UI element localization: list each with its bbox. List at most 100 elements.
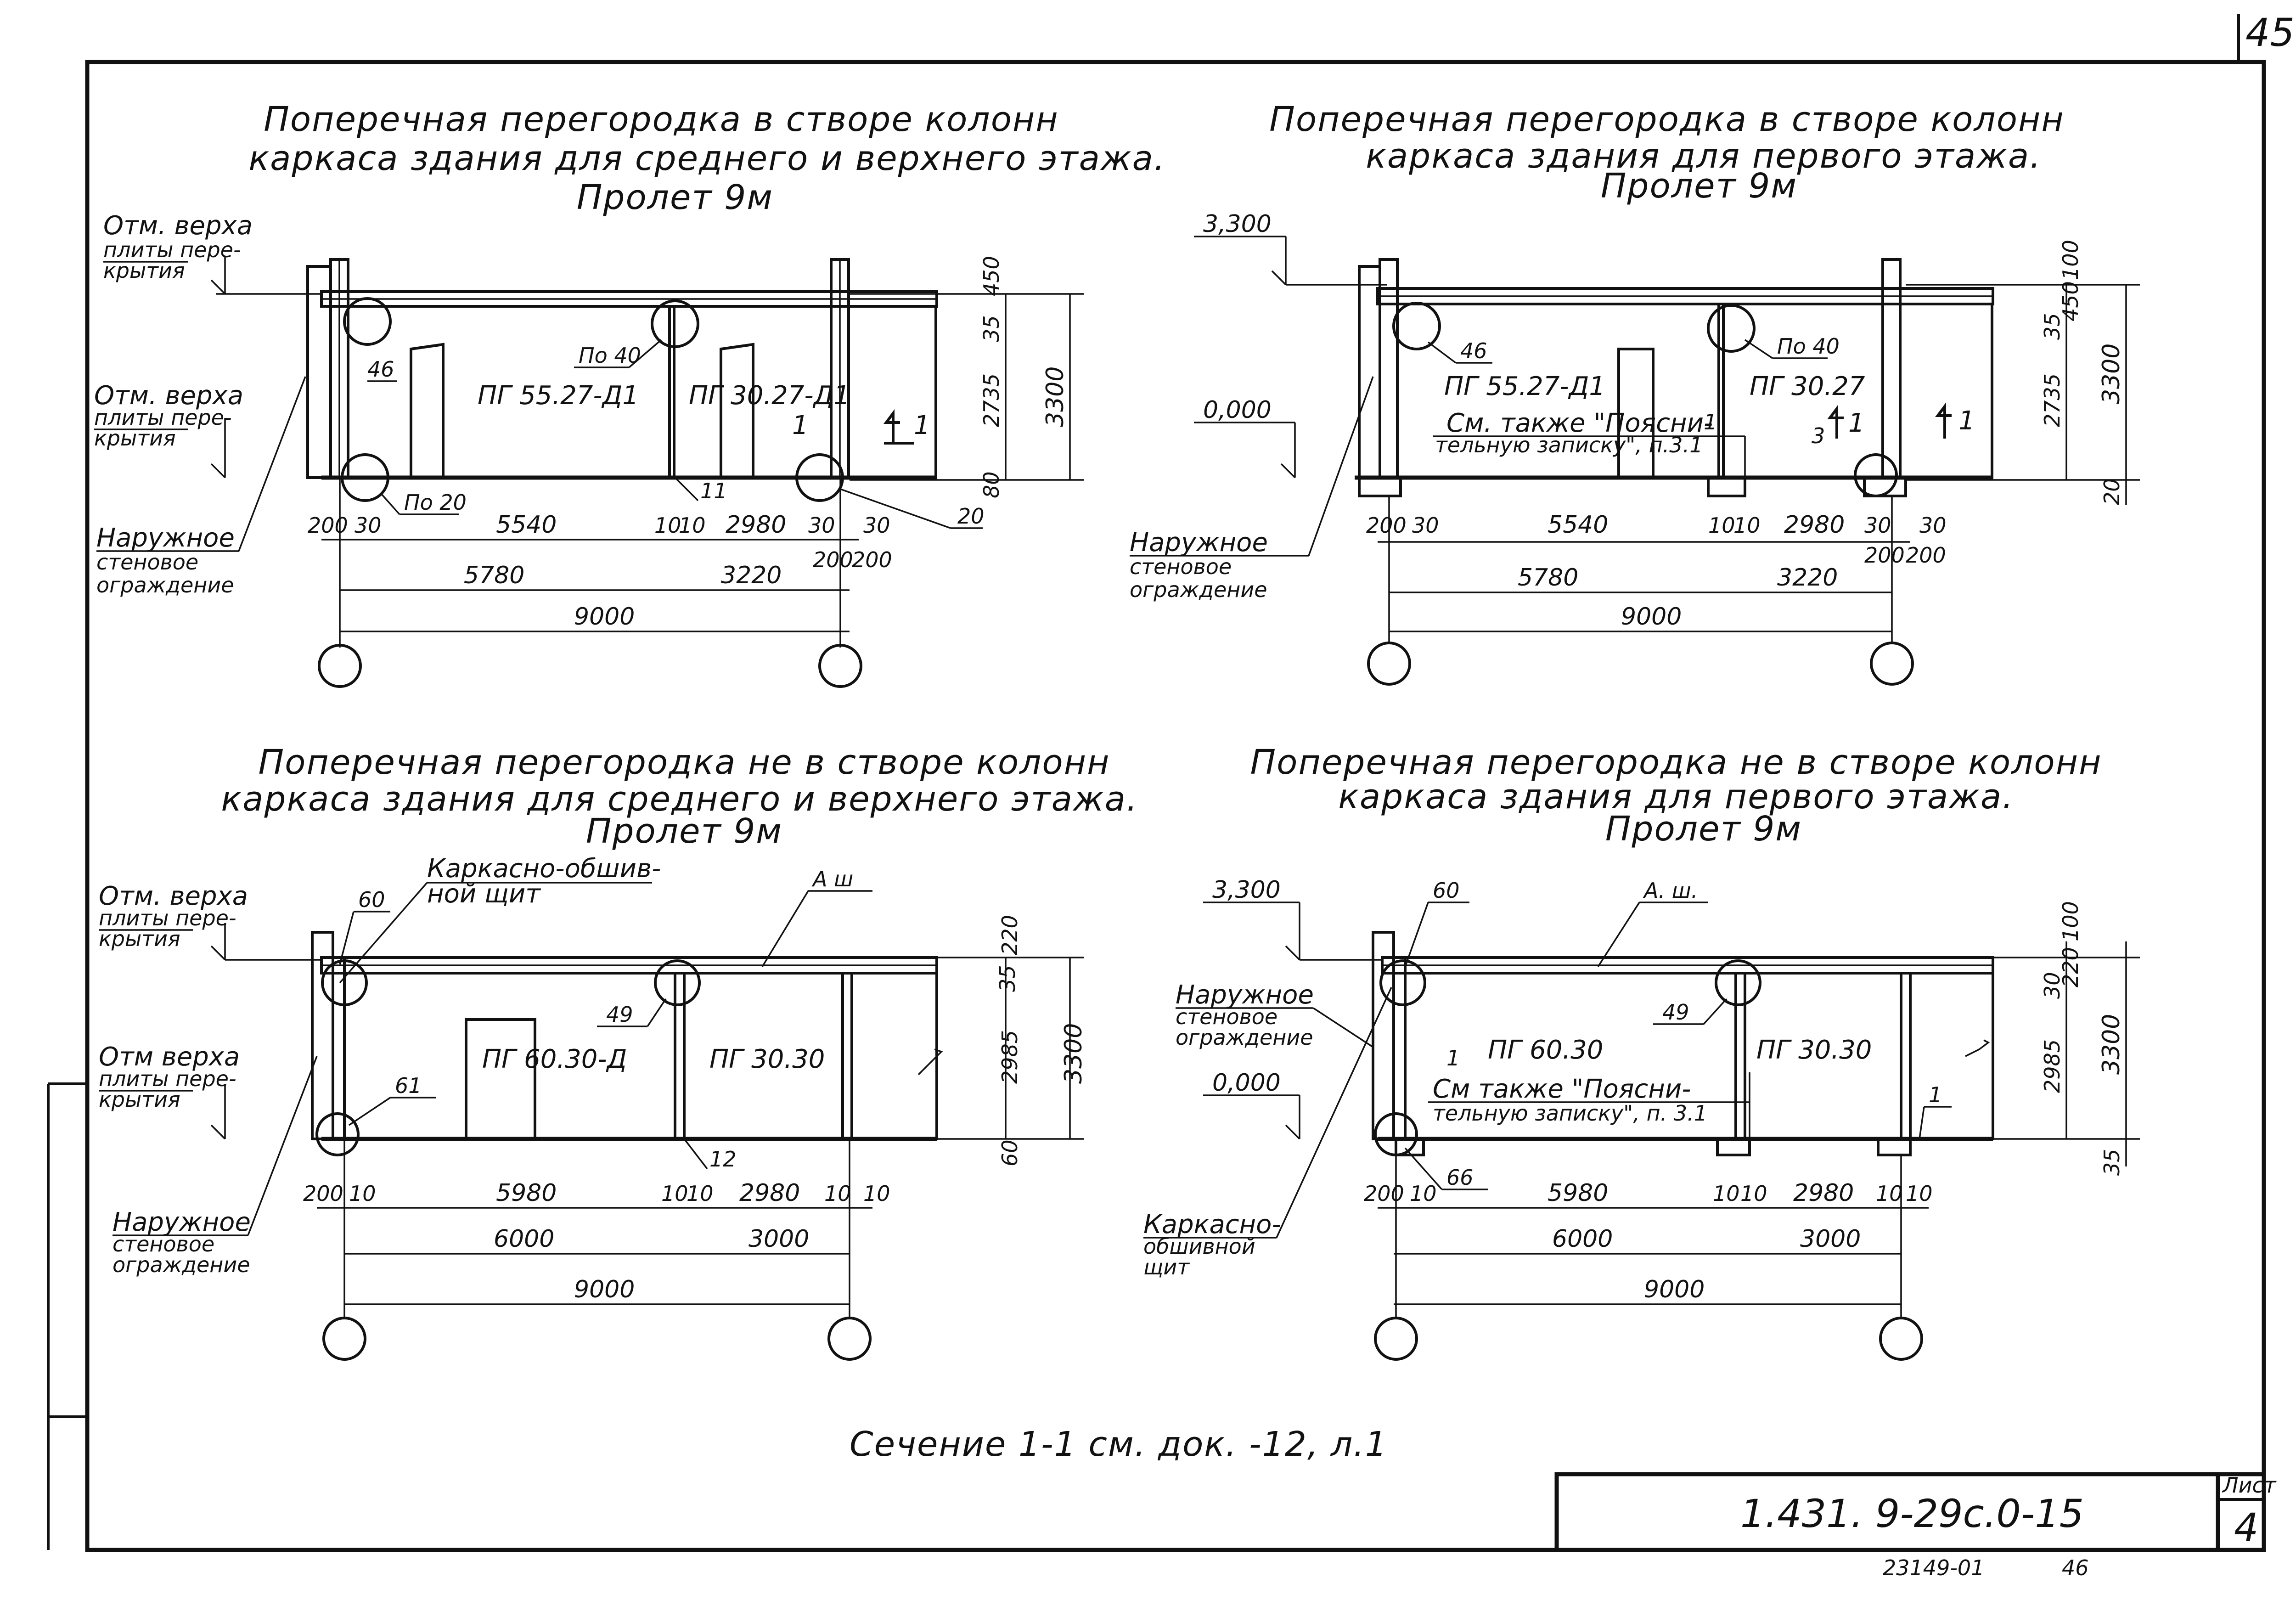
panel-1-dim-2980: 2980 [726, 511, 786, 539]
panel-1-wall-label-3: ограждение [96, 573, 234, 597]
panel-2-callout-3: 3 [1812, 423, 1825, 448]
panel-1-dim-200b: 200 [813, 547, 853, 572]
panel-4-callout-66: 66 [1446, 1165, 1474, 1190]
panel-2-dim-30a: 30 [1412, 513, 1439, 538]
panel-2-top-level-label: 3,300 [1203, 210, 1272, 238]
panel-2-partition-1-label: ПГ 55.27-Д1 [1444, 372, 1605, 401]
panel-4-dim-5980: 5980 [1548, 1179, 1608, 1207]
panel-1-top-level-label-2: плиты пере- [103, 237, 241, 262]
panel-3-column-left [332, 956, 346, 1140]
panel-3-dim-6000: 6000 [494, 1225, 554, 1253]
panel-3-wall-label-3: ограждение [113, 1252, 250, 1277]
panel-2-detail-circle-46 [1392, 302, 1441, 350]
panel-1-top-level-label-1: Отм. верха [103, 211, 253, 241]
panel-2-partition-2-label: ПГ 30.27 [1750, 372, 1865, 401]
sheet-label: Лист [2222, 1473, 2277, 1498]
panel-3-partition-2-label: ПГ 30.30 [709, 1044, 825, 1074]
panel-2-grid-axis-right [1870, 642, 1914, 686]
panel-4-dim-6000: 6000 [1552, 1225, 1613, 1253]
panel-4-grid-axis-left [1374, 1317, 1418, 1361]
section-note: Сечение 1-1 см. док. -12, л.1 [850, 1425, 1388, 1464]
panel-4-vdim-220: 220 [2058, 947, 2083, 987]
panel-4-detail-circle-49 [1715, 959, 1761, 1006]
panel-3-dim-3000: 3000 [748, 1225, 809, 1253]
panel-2-vdim-2735: 2735 [2040, 373, 2065, 427]
panel-1-title-line-1: Поперечная перегородка в створе колонн [264, 100, 1059, 139]
panel-4-dim-10c: 10 [1740, 1181, 1767, 1206]
inventory-number: 23149-01 [1883, 1555, 1984, 1580]
panel-4: Поперечная перегородка не в створе колон… [1143, 743, 2140, 1361]
panel-3-wall-label-1: Наружное [113, 1207, 251, 1237]
panel-2-section-mark-b: 1 [1958, 406, 1975, 436]
panel-4-dim-9000: 9000 [1644, 1276, 1705, 1303]
panel-3-vdim-220: 220 [997, 915, 1022, 955]
panel-3-callout-ash: А ш [811, 867, 853, 891]
panel-3-dim-2980: 2980 [739, 1179, 800, 1207]
panel-2-dim-200: 200 [1366, 513, 1407, 538]
panel-4-partition-2-label: ПГ 30.30 [1756, 1035, 1872, 1065]
panel-3-callout-49: 49 [606, 1002, 633, 1027]
panel-3-partition-1-label: ПГ 60.30-Д [482, 1044, 627, 1074]
panel-1-bottom-level-label-2: плиты пере- [94, 405, 232, 430]
panel-1-detail-circle-20b [795, 453, 844, 502]
panel-3-dim-5980: 5980 [496, 1179, 557, 1207]
panel-2-callout-po40: По 40 [1777, 334, 1840, 359]
panel-3-callout-61: 61 [395, 1073, 422, 1098]
panel-3-callout-60: 60 [358, 887, 385, 912]
panel-3-bottom-level-label-2: плиты пере- [99, 1066, 236, 1091]
panel-2-dim-30c: 30 [1919, 513, 1947, 538]
panel-2-dim-30b: 30 [1864, 513, 1891, 538]
panel-3-dim-10e: 10 [863, 1181, 890, 1206]
panel-3-bottom-level-label-1: Отм верха [99, 1042, 240, 1072]
panel-2-wall-label-1: Наружное [1130, 528, 1268, 558]
panel-1-partition-1-label: ПГ 55.27-Д1 [478, 381, 639, 411]
panel-3-vdim-60: 60 [997, 1139, 1022, 1166]
panel-4-dim-10e: 10 [1906, 1181, 1933, 1206]
panel-1-partition-frame-3 [847, 305, 937, 479]
panel-4-callout-1a: 1 [1446, 1046, 1460, 1070]
panel-3-title-line-3: Пролет 9м [586, 811, 782, 851]
panel-3-top-level-label-2: плиты пере- [99, 906, 236, 930]
panel-4-wall-label-1: Наружное [1176, 980, 1314, 1010]
page-number: 45 [2245, 10, 2295, 55]
panel-4-callout-60: 60 [1433, 878, 1460, 903]
panel-1: Поперечная перегородка в створе колонн к… [94, 100, 1165, 688]
panel-1-dim-200: 200 [308, 513, 348, 538]
panel-3-grid-axis-right [827, 1317, 872, 1361]
panel-4-grid-axis-right [1879, 1317, 1923, 1361]
panel-2-wall-label-2: стеновое [1130, 554, 1232, 579]
panel-1-callout-po40: По 40 [579, 343, 641, 368]
panel-1-door-1 [410, 343, 445, 478]
panel-4-dim-3000: 3000 [1800, 1225, 1861, 1253]
panel-3-frame-label-1: Каркасно-обшив- [427, 854, 661, 884]
panel-1-dim-30c: 30 [863, 513, 890, 538]
panel-2-vdim-20: 20 [2099, 478, 2124, 505]
panel-2-note-line-1: См. также "Поясни- [1446, 408, 1713, 438]
panel-4-vdim-35: 35 [2099, 1149, 2124, 1176]
panel-3-vdim-2985: 2985 [997, 1030, 1022, 1084]
panel-4-vdim-30: 30 [2040, 972, 2065, 999]
panel-1-title-line-3: Пролет 9м [577, 178, 773, 217]
panel-3-vdim-35: 35 [995, 965, 1020, 992]
panel-4-dim-2980: 2980 [1793, 1179, 1854, 1207]
panel-2-dim-10b: 10 [1733, 513, 1761, 538]
panel-1-vdim-450: 450 [979, 256, 1004, 296]
panel-2-title-line-1: Поперечная перегородка в створе колонн [1269, 100, 2065, 139]
panel-3-dim-200: 200 [303, 1181, 343, 1206]
panel-2-vdim-35: 35 [2040, 313, 2065, 340]
panel-4-title-line-2: каркаса здания для первого этажа. [1338, 777, 2014, 817]
panel-2-detail-circle-40 [1707, 304, 1756, 353]
panel-4-frame-label-3: щит [1143, 1255, 1190, 1279]
panel-2-dim-10a: 10 [1708, 513, 1735, 538]
panel-4-partition-1-label: ПГ 60.30 [1488, 1035, 1603, 1065]
panel-4-dim-10b: 10 [1713, 1181, 1740, 1206]
panel-3-dim-10c: 10 [687, 1181, 714, 1206]
sheet-frame [85, 60, 2266, 1552]
panel-2-dim-2980: 2980 [1784, 511, 1845, 539]
panel-1-section-mark-b: 1 [914, 411, 930, 440]
panel-1-callout-11: 11 [700, 479, 727, 503]
panel-3-frame-label-2: ной щит [427, 879, 541, 909]
panel-1-dim-10b: 10 [679, 513, 706, 538]
panel-1-detail-circle-40 [651, 299, 699, 348]
